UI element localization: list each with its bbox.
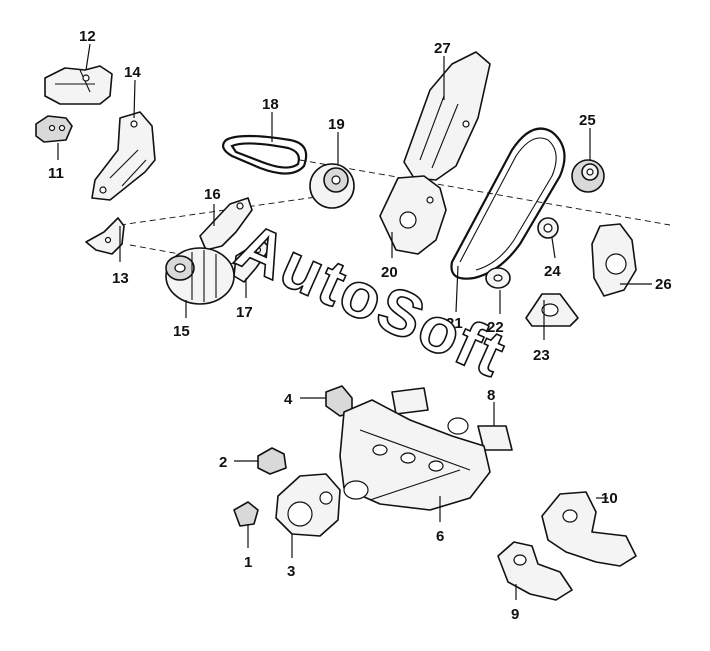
part-13-bracket bbox=[85, 217, 125, 255]
leader-21 bbox=[455, 265, 459, 313]
part-23-seal-housing bbox=[525, 293, 579, 327]
part-24-idler bbox=[537, 217, 559, 239]
part-22-tensioner-roller bbox=[485, 267, 511, 289]
callout-25: 25 bbox=[579, 112, 596, 129]
alignment-line-mid bbox=[119, 194, 331, 226]
part-27-timing-cover-upper bbox=[403, 51, 491, 181]
callout-10: 10 bbox=[601, 490, 618, 507]
callout-12: 12 bbox=[79, 28, 96, 45]
callout-22: 22 bbox=[487, 319, 504, 336]
part-8-gasket-set bbox=[391, 387, 513, 451]
callout-21: 21 bbox=[446, 315, 463, 332]
callout-18: 18 bbox=[262, 96, 279, 113]
callout-19: 19 bbox=[328, 116, 345, 133]
callout-6: 6 bbox=[436, 528, 444, 545]
part-10-oil-pump bbox=[541, 491, 637, 567]
callout-24: 24 bbox=[544, 263, 561, 280]
part-15-alternator bbox=[165, 247, 235, 305]
callout-26: 26 bbox=[655, 276, 672, 293]
part-18-belt bbox=[222, 134, 308, 175]
part-3-throttle-body bbox=[275, 473, 341, 537]
part-2-sensor bbox=[257, 447, 287, 475]
part-26-pump-housing bbox=[591, 223, 637, 297]
leader-12 bbox=[85, 43, 91, 71]
callout-2: 2 bbox=[219, 454, 227, 471]
callout-9: 9 bbox=[511, 606, 519, 623]
callout-27: 27 bbox=[434, 40, 451, 57]
callout-4: 4 bbox=[284, 391, 293, 408]
part-14-support-bracket bbox=[91, 111, 156, 201]
part-6-intake-manifold bbox=[339, 399, 491, 511]
callout-16: 16 bbox=[204, 186, 221, 203]
part-25-cam-gear bbox=[571, 159, 605, 193]
part-20-timing-cover-lower bbox=[379, 175, 447, 255]
leader-24 bbox=[551, 237, 556, 259]
callout-20: 20 bbox=[381, 264, 398, 281]
part-9-oil-pickup bbox=[497, 541, 573, 601]
callout-1: 1 bbox=[244, 554, 252, 571]
part-21-timing-belt bbox=[450, 127, 566, 280]
part-1-sensor bbox=[233, 501, 259, 527]
callout-8: 8 bbox=[487, 387, 495, 404]
part-11-bracket bbox=[35, 115, 73, 143]
callout-14: 14 bbox=[124, 64, 141, 81]
callout-3: 3 bbox=[287, 563, 295, 580]
callout-11: 11 bbox=[48, 165, 64, 182]
part-12-engine-mount bbox=[44, 65, 113, 105]
callout-17: 17 bbox=[236, 304, 253, 321]
callout-15: 15 bbox=[173, 323, 190, 340]
callout-23: 23 bbox=[533, 347, 550, 364]
leader-14 bbox=[133, 79, 136, 119]
part-19-pulley bbox=[309, 163, 355, 209]
alignment-line-upper bbox=[299, 159, 671, 226]
callout-13: 13 bbox=[112, 270, 129, 287]
